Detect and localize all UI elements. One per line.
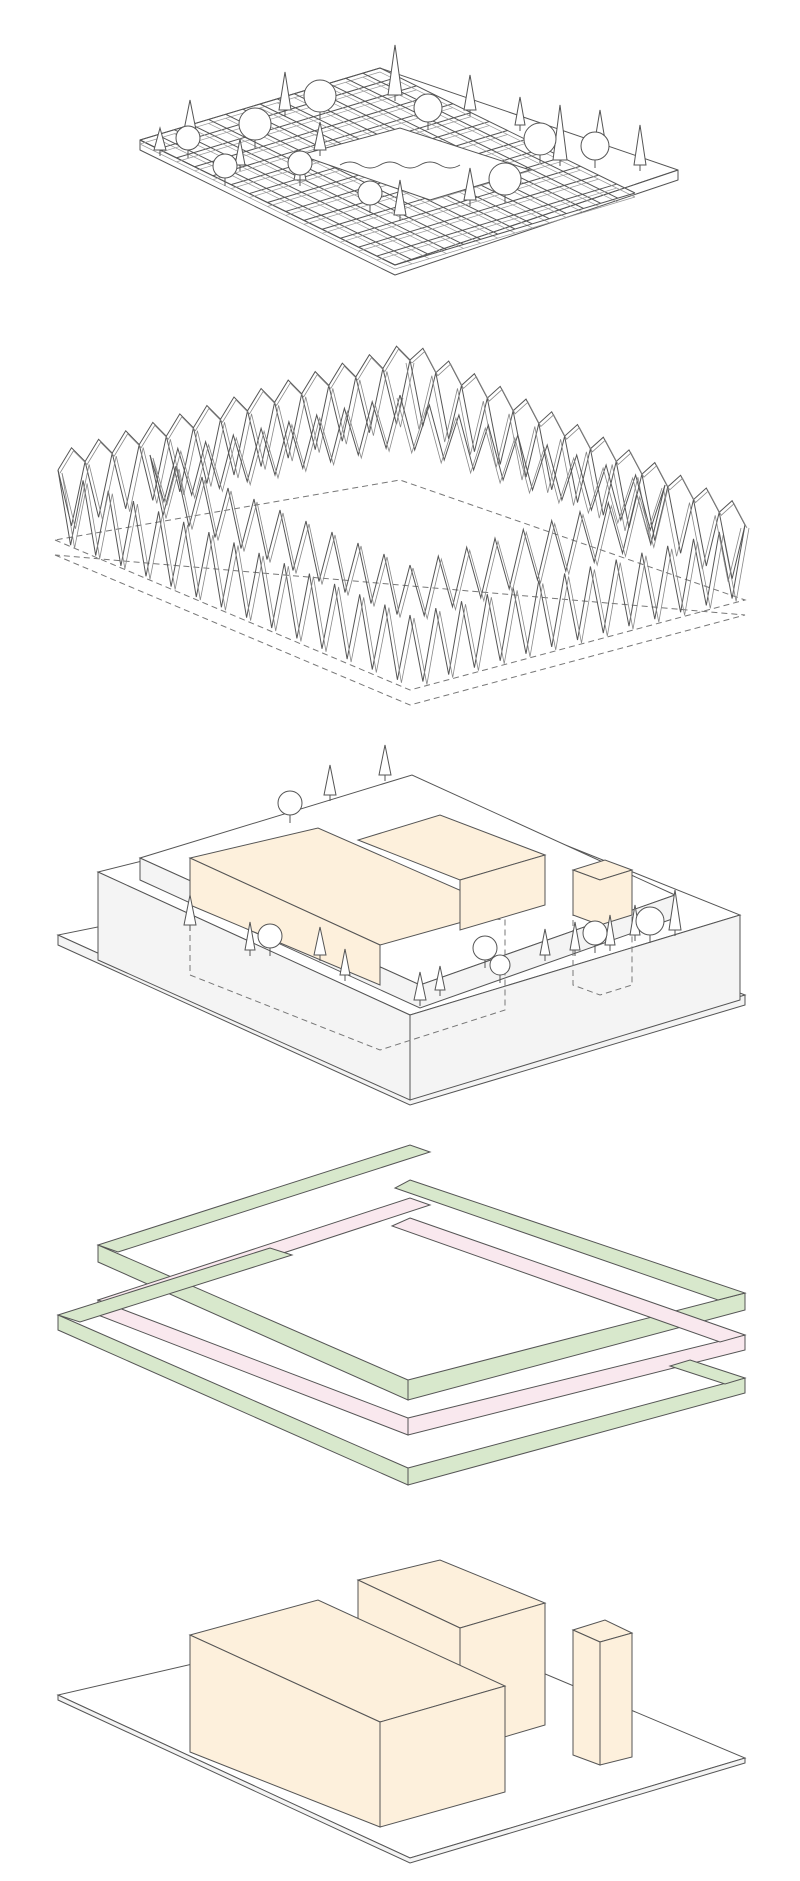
lattice-footprint-dashed-2 xyxy=(54,554,746,706)
roof-beam-shadow xyxy=(340,169,581,243)
lattice-zigzag-offset xyxy=(61,362,415,529)
round-tree-icon xyxy=(582,920,608,946)
roof-beam xyxy=(379,67,636,194)
podium-courtyard-layer xyxy=(56,744,747,1106)
round-tree-icon xyxy=(277,790,303,816)
lattice-zigzag xyxy=(57,469,411,680)
ghost-volume-dashed-1 xyxy=(189,884,506,1051)
lattice-zigzag xyxy=(149,454,411,615)
lattice-members xyxy=(57,345,750,685)
pink-ring-right xyxy=(407,1334,746,1436)
lattice-zigzag xyxy=(57,345,411,471)
pink-ring-side xyxy=(390,1217,747,1343)
roof-beam-shadow xyxy=(379,71,636,198)
lattice-zigzag xyxy=(409,359,746,579)
roof-beam xyxy=(358,174,599,248)
round-tree-icon xyxy=(489,954,511,976)
round-tree-icon xyxy=(472,935,498,961)
lattice-footprint-dashed xyxy=(53,479,747,691)
round-tree-icon xyxy=(257,923,283,949)
lattice-zigzag-offset xyxy=(61,472,415,683)
conifer-tree-icon xyxy=(633,124,647,166)
podium-volume-b-front xyxy=(459,854,546,931)
lattice-zigzag-offset xyxy=(152,397,404,507)
green-ring-lower-right xyxy=(407,1377,746,1486)
green-ring-lower-back xyxy=(56,1247,294,1323)
water-wave xyxy=(339,161,461,169)
green-ring-upper-side xyxy=(393,1179,747,1301)
building-volumes-layer xyxy=(56,1559,747,1864)
lattice-zigzag xyxy=(57,359,411,526)
round-tree-icon xyxy=(357,180,383,206)
lattice-zigzag-offset xyxy=(405,362,742,582)
lattice-zigzag xyxy=(409,484,666,618)
conifer-tree-icon xyxy=(463,74,477,111)
podium-trees xyxy=(183,744,682,1006)
green-ring-lower-side xyxy=(668,1359,747,1385)
round-tree-icon xyxy=(175,125,201,151)
lattice-zigzag xyxy=(399,394,666,532)
lattice-zigzag-offset xyxy=(413,527,750,685)
roof-beam xyxy=(362,72,619,199)
roof-beam xyxy=(376,183,617,257)
conifer-tree-icon xyxy=(323,764,337,796)
round-tree-icon xyxy=(212,153,238,179)
conifer-tree-icon xyxy=(387,44,403,96)
round-tree-icon xyxy=(287,150,313,176)
lattice-zigzag-offset xyxy=(396,397,663,535)
tower-right xyxy=(599,1632,633,1766)
round-tree-icon xyxy=(413,93,443,123)
podium-tower-face xyxy=(572,869,633,926)
circulation-rings-layer xyxy=(56,1144,747,1486)
green-ring-upper-back xyxy=(96,1144,432,1253)
lattice-zigzag xyxy=(409,347,746,526)
roof-beam xyxy=(340,165,581,239)
lattice-zigzag-offset xyxy=(59,348,413,474)
roof-beam-shadow xyxy=(322,160,563,234)
ground-slab-edge xyxy=(57,1694,746,1864)
lattice-zigzag-offset xyxy=(412,487,669,621)
lattice-zigzag-offset xyxy=(152,457,414,618)
round-tree-icon xyxy=(488,162,522,196)
roof-beam xyxy=(345,77,601,204)
round-tree-icon xyxy=(303,79,337,113)
conifer-tree-icon xyxy=(378,744,392,776)
roof-trees xyxy=(153,44,647,221)
roof-garden-layer xyxy=(139,44,679,276)
volume-a-side xyxy=(379,1685,506,1828)
roof-beam-shadow xyxy=(394,196,636,270)
podium-right-face xyxy=(409,914,741,1101)
round-tree-icon xyxy=(523,122,557,156)
tower-left xyxy=(572,1629,601,1766)
conifer-tree-icon xyxy=(514,96,526,126)
round-tree-icon xyxy=(238,107,272,141)
lattice-zigzag-offset xyxy=(411,350,748,529)
roof-beam-shadow xyxy=(362,76,619,203)
diagrid-lattice-layer xyxy=(53,345,750,706)
roof-beam-shadow xyxy=(376,187,617,261)
roof-beam-shadow xyxy=(358,178,599,252)
round-tree-icon xyxy=(635,906,665,936)
lattice-zigzag xyxy=(149,394,401,504)
lattice-zigzag xyxy=(409,524,746,682)
roof-beam xyxy=(394,192,636,266)
round-tree-icon xyxy=(580,131,610,161)
conifer-tree-icon xyxy=(183,99,197,131)
roof-beam-shadow xyxy=(345,81,601,208)
podium-volume-a-front xyxy=(189,857,381,986)
conifer-tree-icon xyxy=(278,71,292,111)
